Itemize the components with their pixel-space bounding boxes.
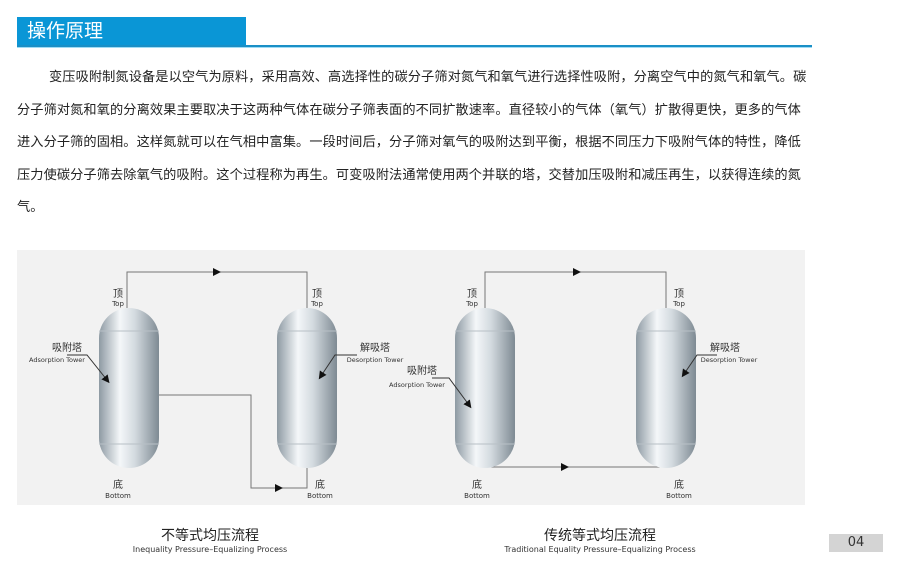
- svg-text:Bottom: Bottom: [464, 492, 490, 500]
- right-caption: 传统等式均压流程 Traditional Equality Pressure–E…: [504, 528, 696, 554]
- adsorption-tower: [455, 308, 515, 468]
- equality-diagram: [432, 268, 717, 471]
- svg-text:Desorption Tower: Desorption Tower: [701, 356, 758, 364]
- left-caption: 不等式均压流程 Inequality Pressure–Equalizing P…: [132, 528, 288, 554]
- desorption-tower: [277, 308, 337, 468]
- svg-text:解吸塔: 解吸塔: [710, 341, 740, 354]
- svg-text:底: 底: [315, 478, 325, 491]
- svg-text:顶: 顶: [467, 288, 477, 300]
- svg-text:Top: Top: [111, 300, 124, 308]
- top-pipe: [126, 271, 308, 308]
- svg-text:Bottom: Bottom: [666, 492, 692, 500]
- svg-text:Bottom: Bottom: [105, 492, 131, 500]
- svg-text:Adsorption Tower: Adsorption Tower: [29, 356, 85, 364]
- equalize-pipe: [159, 394, 308, 489]
- svg-text:Bottom: Bottom: [307, 492, 333, 500]
- svg-text:Top: Top: [672, 300, 685, 308]
- svg-text:吸附塔: 吸附塔: [407, 364, 437, 377]
- description-paragraph: 变压吸附制氮设备是以空气为原料，采用高效、高选择性的碳分子筛对氮气和氧气进行选择…: [17, 70, 807, 215]
- svg-text:顶: 顶: [113, 288, 123, 300]
- inequality-diagram: [67, 268, 357, 492]
- svg-text:Top: Top: [465, 300, 478, 308]
- page-number: 04: [829, 534, 883, 552]
- svg-text:底: 底: [113, 478, 123, 491]
- desorption-tower: [636, 308, 696, 468]
- svg-text:解吸塔: 解吸塔: [360, 341, 390, 354]
- section-title: 操作原理: [17, 17, 246, 46]
- svg-text:底: 底: [674, 478, 684, 491]
- title-underline: [17, 45, 812, 48]
- svg-text:顶: 顶: [312, 288, 322, 300]
- svg-text:顶: 顶: [674, 288, 684, 300]
- svg-text:底: 底: [472, 478, 482, 491]
- adsorption-tower: [99, 308, 159, 468]
- svg-text:Desorption Tower: Desorption Tower: [347, 356, 404, 364]
- svg-text:Adsorption Tower: Adsorption Tower: [389, 381, 445, 389]
- svg-text:吸附塔: 吸附塔: [52, 341, 82, 354]
- svg-text:Top: Top: [310, 300, 323, 308]
